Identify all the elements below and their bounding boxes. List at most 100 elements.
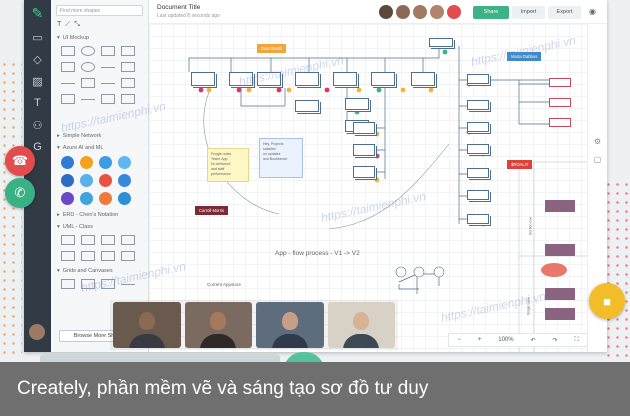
diagram-node[interactable] [353, 144, 375, 156]
azure-shape-icon[interactable] [61, 192, 74, 205]
user-avatar[interactable] [29, 324, 45, 340]
diagram-node[interactable] [467, 74, 489, 84]
diagram-canvas[interactable]: Data Booth Marta Dabbos Carroll Morris $… [149, 24, 589, 352]
shape[interactable] [81, 279, 95, 289]
diagram-node[interactable] [353, 122, 375, 134]
shape[interactable] [61, 94, 75, 104]
end-call-button[interactable]: ☎ [5, 146, 35, 176]
shape[interactable] [101, 67, 115, 68]
shape[interactable] [61, 251, 75, 261]
shape[interactable] [61, 279, 75, 289]
tag-maroon[interactable]: Carroll Morris [195, 206, 229, 215]
azure-shape-icon[interactable] [80, 192, 93, 205]
diagram-node[interactable] [371, 72, 395, 86]
shape[interactable] [61, 235, 75, 245]
participant-video[interactable] [256, 302, 324, 348]
diagram-node[interactable] [467, 190, 489, 200]
section-azure[interactable]: ▾Azure AI and ML [57, 145, 104, 151]
participant-video[interactable] [184, 302, 252, 348]
diagram-node[interactable] [549, 78, 571, 87]
shape[interactable] [61, 62, 75, 72]
diagram-node[interactable] [411, 72, 435, 86]
section-erd[interactable]: ▸ERD - Chen's Notation [57, 212, 119, 218]
diagram-node[interactable] [353, 166, 375, 178]
tag-teal[interactable]: Marta Dabbos [507, 52, 542, 61]
eye-icon[interactable]: ◉ [589, 7, 596, 16]
diagram-node[interactable] [467, 144, 489, 154]
azure-shape-icon[interactable] [99, 174, 112, 187]
shape[interactable] [81, 62, 95, 72]
image-icon[interactable]: ▨ [32, 75, 43, 88]
diagram-node[interactable] [295, 100, 319, 112]
fullscreen-icon[interactable]: ⛶ [574, 336, 579, 343]
diagram-node[interactable] [333, 72, 357, 86]
search-shapes-input[interactable]: Find more shapes [56, 5, 143, 16]
shape[interactable] [61, 83, 75, 84]
diagram-node[interactable] [549, 118, 571, 127]
end-call-icon[interactable] [447, 5, 461, 19]
section-simple-network[interactable]: ▸Simple Network [57, 133, 102, 139]
share-button[interactable]: Share [473, 6, 509, 19]
diagram-node[interactable] [467, 214, 489, 224]
shape[interactable] [61, 46, 75, 56]
tag-red[interactable]: $ROALIT [507, 160, 533, 169]
zoom-level[interactable]: 100% [498, 337, 514, 343]
video-call-button[interactable]: ■ [589, 283, 625, 319]
azure-shape-icon[interactable] [80, 156, 93, 169]
diagram-node[interactable] [345, 98, 369, 110]
shape[interactable] [101, 83, 115, 84]
azure-shape-icon[interactable] [80, 174, 93, 187]
google-icon[interactable]: G [33, 141, 42, 153]
shape[interactable] [121, 235, 135, 245]
shape[interactable] [121, 284, 135, 285]
comments-icon[interactable]: ▢ [593, 154, 602, 164]
shape[interactable] [81, 99, 95, 100]
diagram-node[interactable] [429, 38, 453, 47]
azure-shape-icon[interactable] [61, 156, 74, 169]
diagram-node[interactable] [549, 98, 571, 107]
diagram-node[interactable] [295, 72, 319, 86]
plus-icon[interactable]: + [477, 337, 482, 343]
collaborator-avatar[interactable] [379, 5, 393, 19]
azure-shape-icon[interactable] [118, 174, 131, 187]
diagram-node[interactable] [467, 100, 489, 110]
diagram-node[interactable] [191, 72, 215, 86]
tag-orange[interactable]: Data Booth [257, 44, 286, 53]
shape[interactable] [101, 46, 115, 56]
shape[interactable] [121, 62, 135, 72]
section-uml[interactable]: ▾UML - Class [57, 224, 93, 230]
azure-shape-icon[interactable] [118, 192, 131, 205]
shape[interactable] [101, 251, 115, 261]
people-icon[interactable]: ⚇ [32, 119, 43, 132]
shape[interactable] [121, 94, 135, 104]
document-title[interactable]: Document Title [157, 4, 201, 11]
shape[interactable] [81, 46, 95, 56]
answer-call-button[interactable]: ✆ [5, 178, 35, 208]
connector-tool-icon[interactable]: ⤡ [74, 21, 80, 28]
collaborator-avatar[interactable] [396, 5, 410, 19]
azure-shape-icon[interactable] [99, 192, 112, 205]
collaborator-avatar[interactable] [413, 5, 427, 19]
diagram-node[interactable] [229, 72, 253, 86]
shape[interactable] [101, 235, 115, 245]
azure-shape-icon[interactable] [118, 156, 131, 169]
folder-icon[interactable]: ▭ [32, 31, 43, 44]
shape[interactable] [101, 279, 115, 289]
sticky-note[interactable]: Foogle notes Team: App for delivered and… [207, 148, 249, 182]
shape[interactable] [121, 78, 135, 88]
diagram-node[interactable] [257, 72, 281, 86]
export-button[interactable]: Export [548, 6, 581, 19]
azure-shape-icon[interactable] [61, 174, 74, 187]
section-ui-mockup[interactable]: ▾UI Mockup [57, 35, 90, 41]
line-tool-icon[interactable]: ⟋ [65, 21, 71, 28]
shape[interactable] [81, 235, 95, 245]
azure-shape-icon[interactable] [99, 156, 112, 169]
sticky-note-blue[interactable]: Hey, Projects satisfies no updates and B… [259, 138, 303, 178]
shape[interactable] [121, 46, 135, 56]
text-icon[interactable]: T [34, 97, 41, 109]
participant-video[interactable] [113, 302, 181, 348]
collaborator-avatar[interactable] [430, 5, 444, 19]
shape[interactable] [81, 78, 95, 88]
minus-icon[interactable]: − [457, 337, 461, 343]
shape[interactable] [81, 251, 95, 261]
